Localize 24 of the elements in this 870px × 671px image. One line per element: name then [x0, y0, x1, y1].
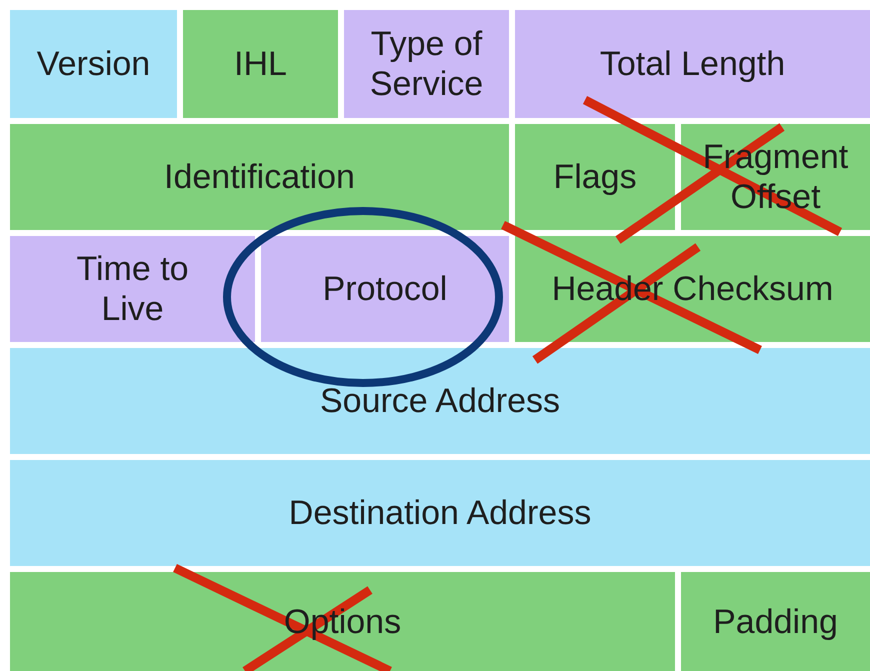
field-cell	[344, 10, 509, 118]
field-name: IHL	[234, 44, 287, 84]
field-name: Padding	[713, 602, 838, 642]
field-cell	[10, 460, 870, 566]
field-name: Source Address	[320, 381, 560, 421]
field-name: Flags	[553, 157, 637, 197]
field-cell	[515, 124, 675, 230]
field-cell	[10, 10, 177, 118]
field-cell	[10, 124, 509, 230]
field-name: Total Length	[600, 44, 786, 84]
field-name: Type of Service	[368, 24, 484, 104]
field-cell	[183, 10, 338, 118]
field-cell	[10, 236, 255, 342]
field-name: Version	[36, 44, 150, 84]
field-name: Identification	[164, 157, 355, 197]
field-cell	[10, 348, 870, 454]
field-cell	[261, 236, 509, 342]
field-cell	[515, 236, 870, 342]
field-name: Protocol	[322, 269, 448, 309]
field-cell	[515, 10, 870, 118]
field-cell	[681, 572, 870, 671]
field-cell	[10, 572, 675, 671]
field-name: Destination Address	[288, 493, 592, 533]
field-name: Time to Live	[75, 249, 190, 329]
